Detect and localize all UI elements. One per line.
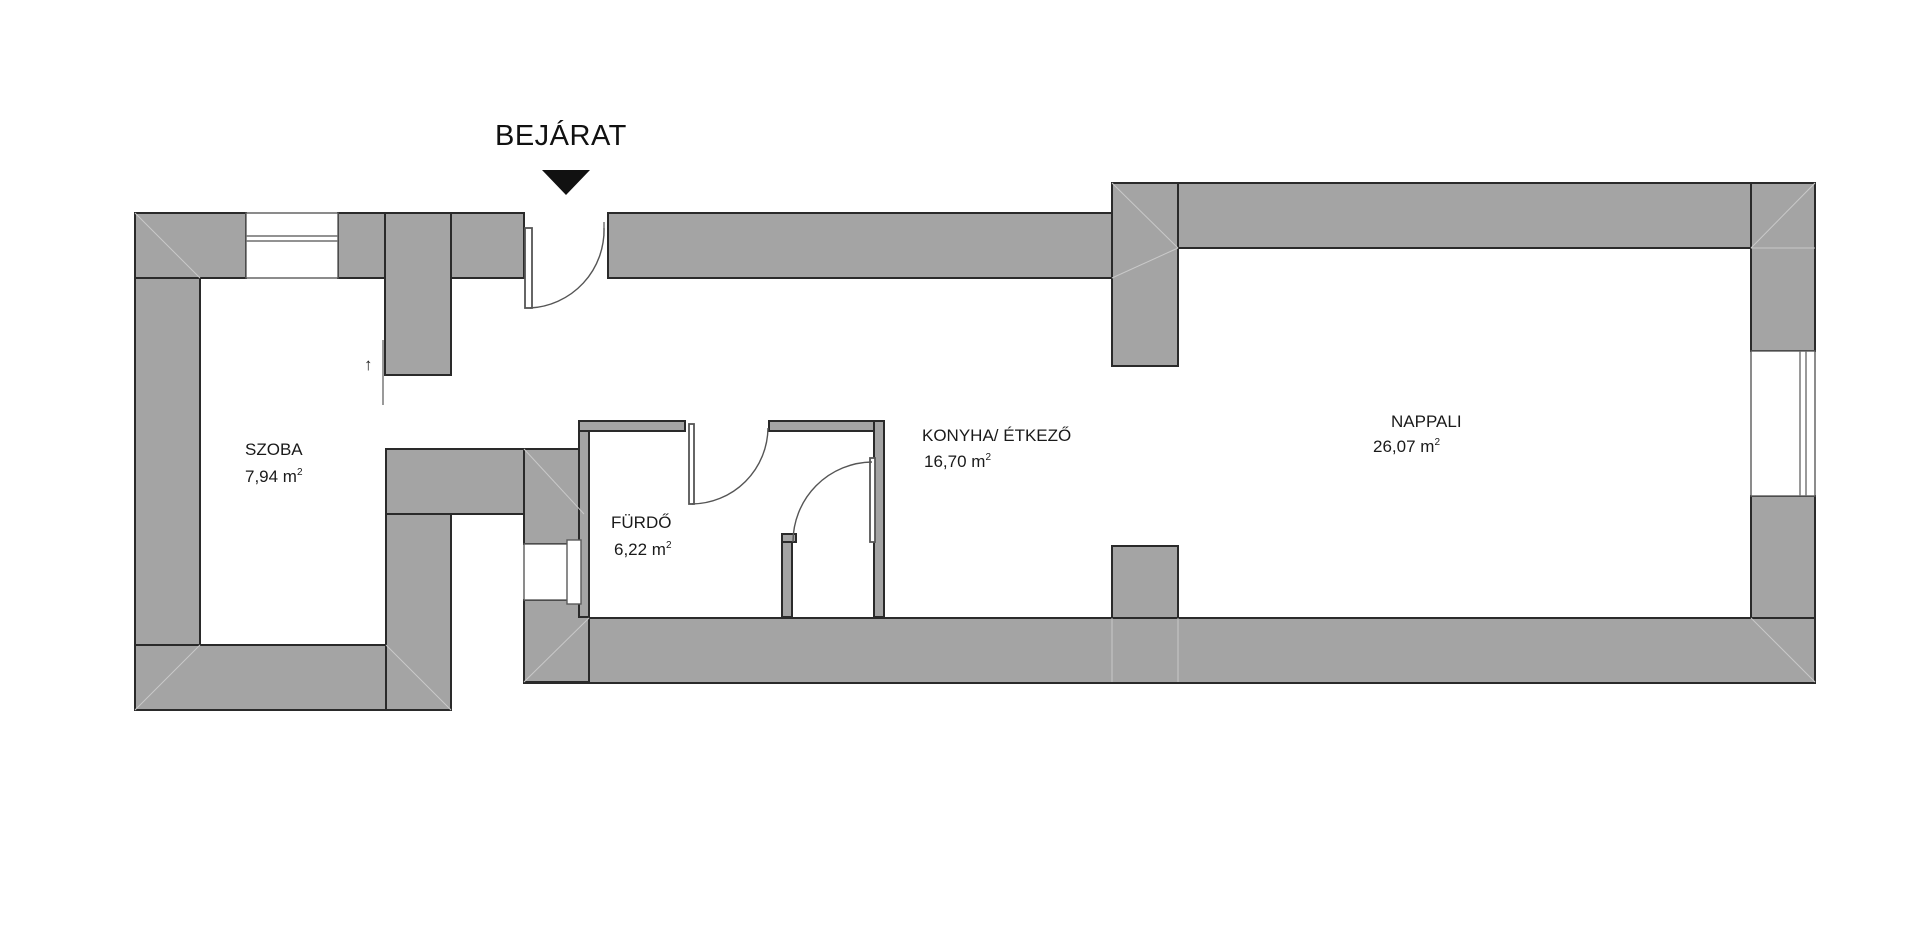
room-name: FÜRDŐ <box>611 513 671 532</box>
room-area-value: 6,22 m <box>614 540 666 559</box>
room-szoba: SZOBA 7,94 m2 <box>245 440 303 486</box>
fold-line <box>1750 182 1816 249</box>
room-nappali: NAPPALI 26,07 m2 <box>1373 412 1462 456</box>
room-konyha: KONYHA/ ÉTKEZŐ 16,70 m2 <box>922 426 1071 471</box>
wc-door-leaf <box>869 457 876 543</box>
room-name: SZOBA <box>245 440 303 459</box>
fold-line <box>1111 182 1179 249</box>
area-unit-exponent: 2 <box>666 540 672 551</box>
wall-pier-upper <box>1111 182 1179 367</box>
fold-line <box>385 644 452 711</box>
wall-corner-hatching <box>134 182 1816 711</box>
room-area: 7,94 m2 <box>245 467 303 486</box>
furdo-door-leaf <box>688 423 695 505</box>
room-furdo: FÜRDŐ 6,22 m2 <box>611 513 672 559</box>
wall-furdo-top-right <box>768 420 885 432</box>
wall-szoba-top-left <box>134 212 247 279</box>
wall-nappali-right-upper <box>1750 182 1816 352</box>
room-name: KONYHA/ ÉTKEZŐ <box>922 426 1071 445</box>
area-unit-exponent: 2 <box>297 467 303 478</box>
wall-furdo-top-left <box>578 420 686 432</box>
room-area-value: 7,94 m <box>245 467 297 486</box>
window-nappali-right <box>1750 350 1816 497</box>
wc-door-swing <box>792 461 873 543</box>
wall-wc-partition-top <box>781 533 797 543</box>
fold-line <box>1750 617 1816 683</box>
furdo-door-swing <box>691 427 769 505</box>
entrance-label: BEJÁRAT <box>495 119 627 152</box>
entrance-arrow-icon <box>542 170 590 195</box>
room-name: NAPPALI <box>1391 412 1462 431</box>
direction-arrow-icon: ↑ <box>364 355 373 374</box>
window-furdo-frame <box>566 539 582 605</box>
area-unit-exponent: 2 <box>985 452 991 463</box>
windows <box>245 212 1816 605</box>
window-szoba-top <box>245 212 339 279</box>
room-area: 6,22 m2 <box>614 540 672 559</box>
wall-wc-partition <box>781 537 793 618</box>
wall-bottom <box>523 617 1816 684</box>
wall-nappali-top <box>1111 182 1816 249</box>
room-area-value: 26,07 m <box>1373 437 1434 456</box>
room-area-value: 16,70 m <box>924 452 985 471</box>
fold-line <box>134 212 201 279</box>
walls <box>134 182 1816 711</box>
entrance-door-swing <box>529 227 605 309</box>
room-area: 26,07 m2 <box>1373 437 1440 456</box>
area-unit-exponent: 2 <box>1434 437 1440 448</box>
fold-line <box>134 644 201 711</box>
fold-line <box>523 448 585 515</box>
entrance-door-leaf <box>524 227 533 309</box>
fold-line <box>523 617 590 683</box>
wall-furdo-corner <box>523 448 585 545</box>
fold-line <box>1111 247 1179 279</box>
wall-corridor-stub <box>384 212 452 376</box>
doors <box>382 222 876 543</box>
wall-szoba-left <box>134 212 201 711</box>
room-area: 16,70 m2 <box>924 452 991 471</box>
wall-kitchen-top <box>607 212 1115 279</box>
